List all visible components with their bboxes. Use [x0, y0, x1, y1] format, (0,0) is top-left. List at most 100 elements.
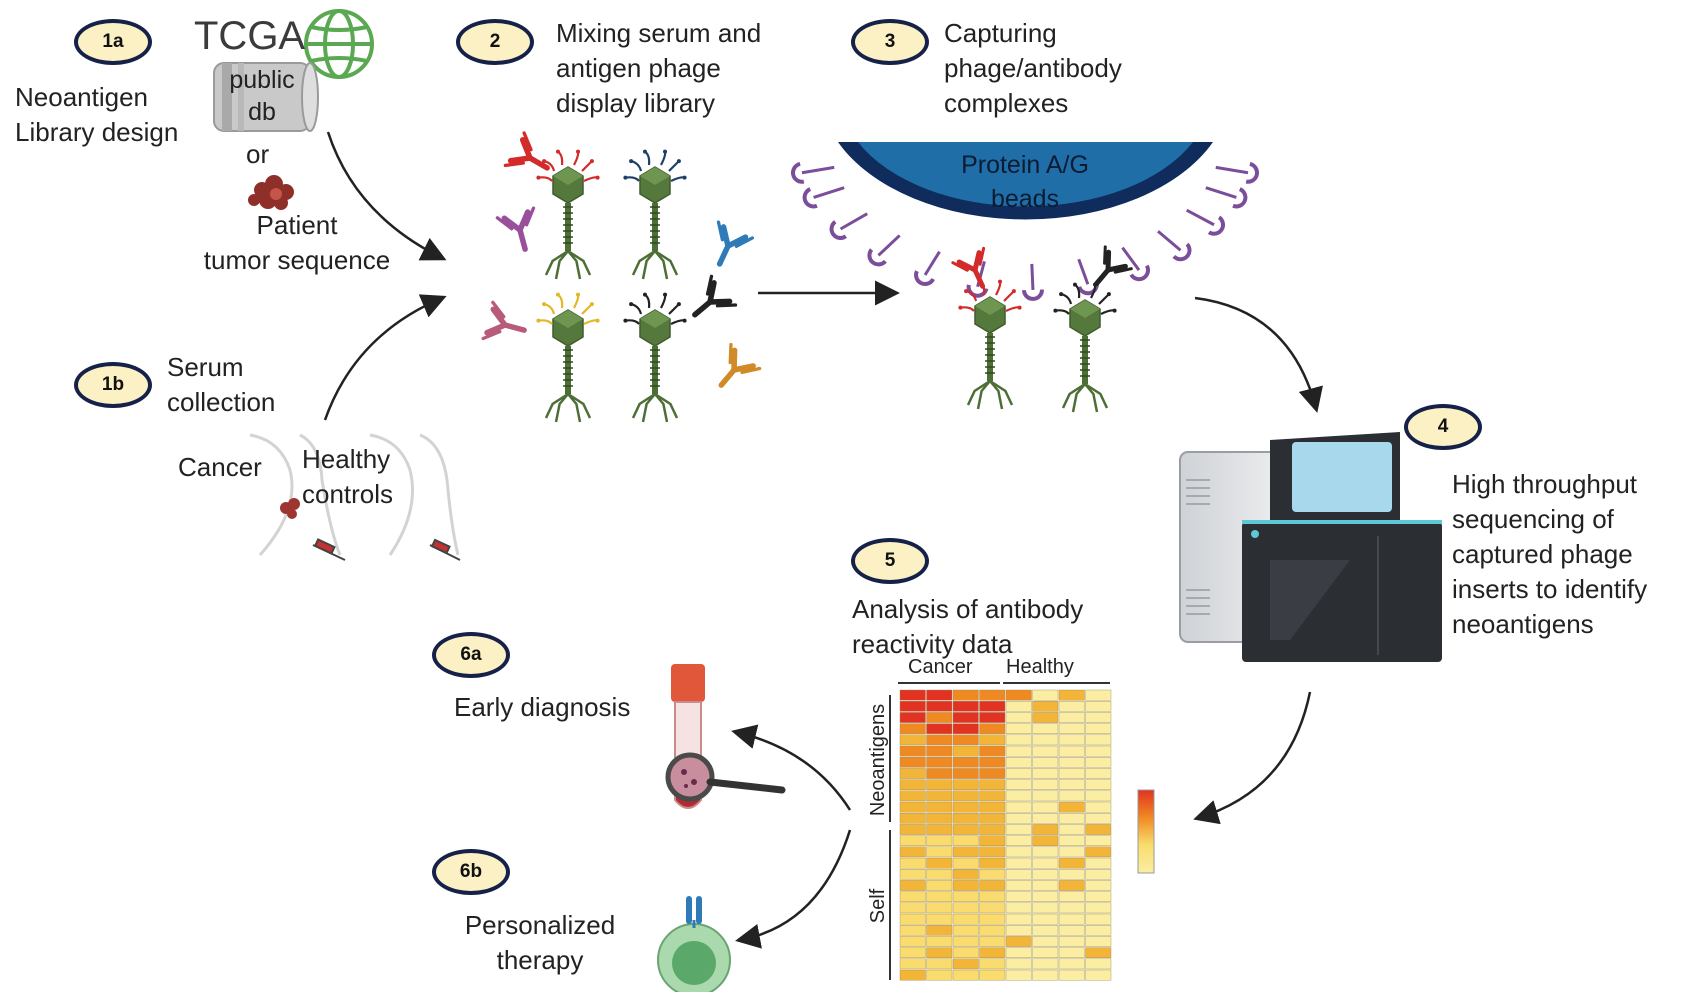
heatmap-cell — [952, 936, 979, 947]
heatmap-cell — [952, 925, 979, 936]
heatmap-cell — [979, 913, 1006, 925]
heatmap-cell — [1032, 813, 1059, 824]
heatmap-cell — [899, 880, 926, 891]
heatmap-cell — [1058, 689, 1085, 701]
heatmap-cell — [1005, 768, 1032, 779]
heatmap-cell — [979, 790, 1006, 802]
receptor-group — [791, 162, 1259, 301]
heatmap-cell — [979, 936, 1006, 947]
receptor-icon — [1021, 263, 1044, 301]
heatmap-cell — [952, 712, 979, 723]
heatmap-cell — [1032, 824, 1059, 835]
heatmap-cell — [979, 813, 1006, 824]
heatmap-cell — [1032, 969, 1059, 981]
heatmap-cell — [1032, 790, 1059, 802]
heatmap-cell — [952, 846, 979, 858]
heatmap-cell — [926, 801, 953, 813]
heatmap-cell — [926, 947, 953, 958]
heatmap-cell — [926, 779, 953, 790]
heatmap-cell — [979, 757, 1006, 768]
heatmap-cell — [899, 969, 926, 981]
heatmap-cell — [1058, 801, 1085, 813]
heatmap-cell — [952, 969, 979, 981]
heatmap-cell — [952, 813, 979, 824]
heatmap-cell — [899, 689, 926, 701]
heatmap-cell — [1032, 891, 1059, 902]
heatmap-cell — [1058, 734, 1085, 746]
heatmap-cell — [1032, 902, 1059, 914]
step-2-label: Mixing serum and antigen phage display l… — [556, 18, 762, 118]
heatmap-cell — [899, 857, 926, 869]
heatmap-cell — [979, 701, 1006, 712]
step-6a-label: Early diagnosis — [454, 692, 631, 722]
heatmap-cell — [1032, 689, 1059, 701]
heatmap-cell — [899, 712, 926, 723]
phage-icon — [623, 292, 687, 423]
heatmap-cell — [1085, 925, 1112, 936]
heatmap-cell — [926, 734, 953, 746]
heatmap-cell — [899, 813, 926, 824]
heatmap-cell — [1005, 712, 1032, 723]
database-label: public db — [229, 66, 295, 126]
receptor-icon — [1205, 186, 1248, 209]
heatmap-cell — [1005, 790, 1032, 802]
flow-arrows — [323, 131, 1323, 949]
heatmap-cell — [1005, 891, 1032, 902]
heatmap-cell — [1058, 824, 1085, 835]
arrow-5-to-6b — [735, 829, 852, 949]
heatmap-cell — [1005, 824, 1032, 835]
heatmap-cell — [1005, 958, 1032, 970]
heatmap-cell — [1005, 902, 1032, 914]
antibody-icon — [503, 131, 550, 171]
heatmap-cell — [952, 835, 979, 846]
heatmap-cell — [1005, 779, 1032, 790]
receptor-icon — [1157, 230, 1192, 262]
heatmap-cell — [952, 947, 979, 958]
heatmap-cell — [1032, 745, 1059, 757]
heatmap-cell — [1005, 880, 1032, 891]
magnifier-icon — [665, 752, 786, 802]
heatmap-cell — [952, 913, 979, 925]
phage-icon — [536, 292, 600, 423]
heatmap-cell — [952, 701, 979, 712]
heatmap-cell — [1032, 846, 1059, 858]
heatmap-cell — [1005, 947, 1032, 958]
heatmap-cell — [899, 734, 926, 746]
step-badge-4: 4 — [1404, 404, 1482, 450]
patient-sequence-label: Patient tumor sequence — [203, 210, 391, 275]
heatmap-cell — [952, 768, 979, 779]
heatmap-cell — [1032, 880, 1059, 891]
receptor-icon — [802, 186, 845, 209]
heatmap-cell — [1085, 734, 1112, 746]
heatmap-cell — [979, 824, 1006, 835]
phage-group — [536, 149, 1117, 423]
heatmap-cell — [1032, 712, 1059, 723]
step-4-label: High throughput sequencing of captured p… — [1452, 469, 1648, 639]
heatmap-col-group-healthy: Healthy — [1006, 656, 1074, 678]
heatmap-cell — [899, 757, 926, 768]
antibody-icon — [1093, 245, 1133, 287]
heatmap-cell — [1005, 813, 1032, 824]
heatmap-cell — [899, 902, 926, 914]
arrow-3-to-4 — [1194, 296, 1323, 413]
receptor-icon — [686, 896, 702, 928]
heatmap-cell — [1058, 757, 1085, 768]
heatmap-cell — [979, 712, 1006, 723]
heatmap-cell — [952, 958, 979, 970]
heatmap-col-group-cancer: Cancer — [908, 656, 973, 678]
heatmap-cell — [952, 723, 979, 734]
receptor-icon — [1077, 258, 1099, 296]
heatmap-cell — [1032, 723, 1059, 734]
heatmap-cell — [1005, 835, 1032, 846]
heatmap-cell — [979, 891, 1006, 902]
heatmap-cell — [899, 913, 926, 925]
heatmap-row-group-neoantigens: Neoantigens — [867, 703, 889, 817]
heatmap-cell — [899, 768, 926, 779]
step-1b-label: Serum collection — [167, 352, 276, 417]
heatmap-cell — [979, 880, 1006, 891]
heatmap-cell — [1085, 869, 1112, 880]
or-label: or — [246, 139, 270, 169]
antibody-group — [481, 131, 1133, 388]
heatmap-cell — [979, 745, 1006, 757]
heatmap-cell — [1058, 913, 1085, 925]
